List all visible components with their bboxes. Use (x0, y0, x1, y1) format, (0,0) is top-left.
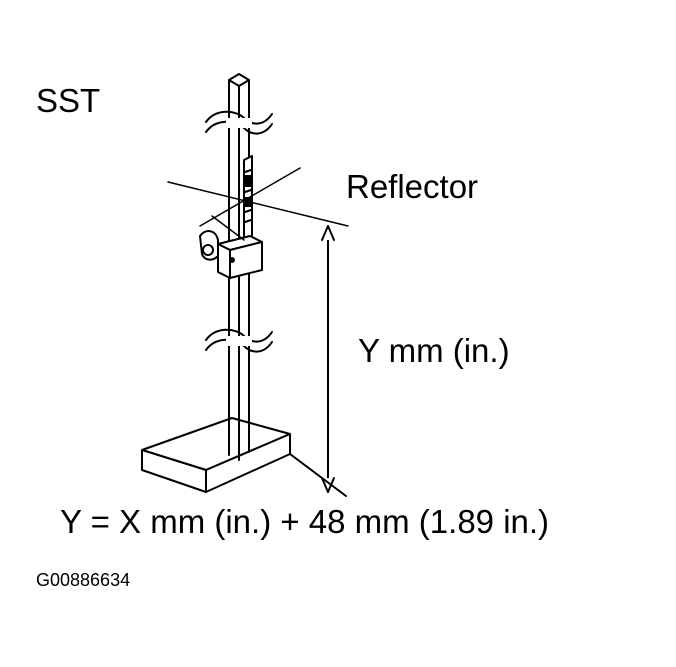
y-dimension-line (289, 225, 347, 497)
formula-label: Y = X mm (in.) + 48 mm (1.89 in.) (60, 503, 550, 540)
reflector-label: Reflector (346, 168, 479, 205)
sst-label: SST (36, 82, 101, 119)
stand-base (141, 417, 291, 493)
reflector-plane (167, 167, 349, 241)
figure-code: G00886634 (36, 570, 131, 590)
reflector-slider (199, 230, 263, 279)
y-dimension-label: Y mm (in.) (358, 332, 510, 369)
